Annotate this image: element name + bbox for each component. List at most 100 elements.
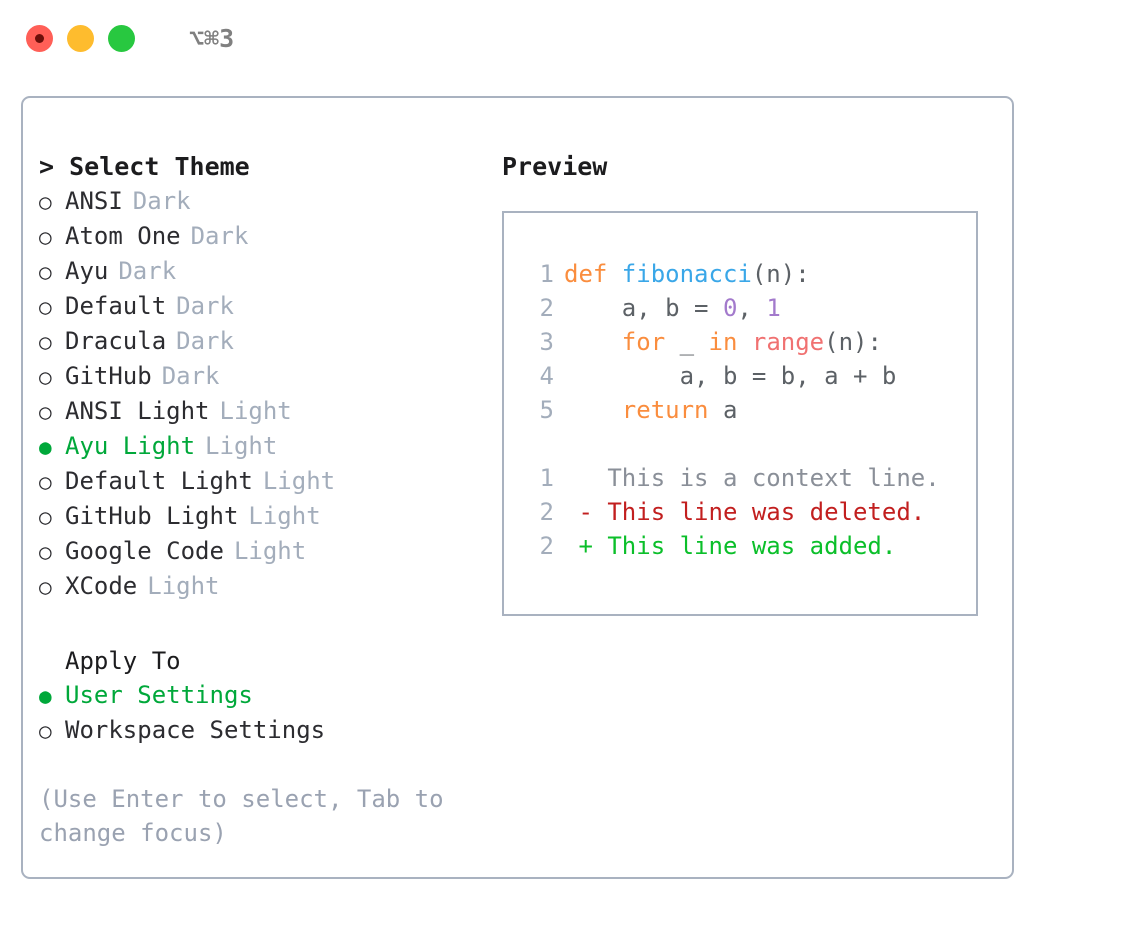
apply-to-heading: Apply To — [65, 647, 181, 675]
theme-option-variant-badge: Dark — [161, 362, 220, 390]
apply-to-option-list[interactable]: ● User Settings ○ Workspace Settings — [39, 678, 489, 748]
diff-line-content: + This line was added. — [564, 532, 897, 560]
theme-option-ayu-light[interactable]: ● Ayu Light Light — [39, 429, 489, 464]
code-line: 2 a, b = 0, 1 — [520, 291, 976, 325]
theme-option-github-light[interactable]: ○ GitHub Light Light — [39, 499, 489, 534]
code-token-plain — [737, 328, 751, 356]
code-line-content: a, b = 0, 1 — [564, 291, 781, 325]
code-token-kw: return — [621, 396, 709, 424]
code-line-content: for _ in range(n): — [564, 325, 882, 359]
radio-unselected-icon: ○ — [39, 400, 52, 424]
radio-unselected-icon: ○ — [39, 719, 52, 743]
radio-unselected-icon: ○ — [39, 505, 52, 529]
theme-option-variant-badge: Dark — [118, 257, 177, 285]
theme-option-atom-one[interactable]: ○ Atom One Dark — [39, 219, 489, 254]
theme-option-label: GitHub — [65, 362, 152, 390]
theme-option-ayu[interactable]: ○ Ayu Dark — [39, 254, 489, 289]
code-token-plain: (n): — [824, 328, 882, 356]
theme-option-label: ANSI Light — [65, 397, 210, 425]
theme-option-github[interactable]: ○ GitHub Dark — [39, 359, 489, 394]
theme-option-xcode[interactable]: ○ XCode Light — [39, 569, 489, 604]
theme-option-variant-badge: Light — [248, 502, 321, 530]
radio-unselected-icon: ○ — [39, 190, 52, 214]
diff-line-content: - This line was deleted. — [564, 498, 926, 526]
window-titlebar: ⌥⌘3 — [0, 0, 1140, 76]
code-token-plain — [564, 328, 622, 356]
code-token-plain: a — [708, 396, 738, 424]
theme-option-default-light[interactable]: ○ Default Light Light — [39, 464, 489, 499]
diff-line-number: 1 — [539, 464, 554, 492]
theme-option-label: Ayu — [65, 257, 109, 285]
code-token-num: 1 — [766, 294, 781, 322]
code-line-content: def fibonacci(n): — [564, 257, 810, 291]
theme-option-variant-badge: Light — [205, 432, 278, 460]
radio-unselected-icon: ○ — [39, 225, 52, 249]
theme-option-variant-badge: Light — [147, 572, 220, 600]
theme-option-variant-badge: Dark — [176, 327, 234, 355]
code-line: 4 a, b = b, a + b — [520, 359, 976, 393]
minimize-window-button[interactable] — [67, 24, 94, 52]
theme-option-label: XCode — [65, 572, 138, 600]
code-line: 5 return a — [520, 393, 976, 427]
code-line: 3 for _ in range(n): — [520, 325, 976, 359]
apply-to-option-user-settings[interactable]: ● User Settings — [39, 678, 489, 713]
radio-selected-icon: ● — [39, 435, 52, 459]
theme-option-label: Default Light — [65, 467, 253, 495]
maximize-window-button[interactable] — [108, 24, 135, 52]
theme-option-label: ANSI — [65, 187, 123, 215]
radio-unselected-icon: ○ — [39, 575, 52, 599]
code-token-num: 0 — [722, 294, 738, 322]
apply-to-option-workspace-settings[interactable]: ○ Workspace Settings — [39, 713, 489, 748]
code-token-plain: a, b = b, a + b — [564, 362, 897, 390]
diff-line-context: 1 This is a context line. — [520, 461, 976, 495]
theme-option-variant-badge: Light — [219, 397, 292, 425]
theme-option-variant-badge: Light — [262, 467, 336, 495]
code-token-kw: def — [564, 260, 622, 288]
radio-unselected-icon: ○ — [39, 470, 52, 494]
theme-option-label: Ayu Light — [65, 432, 196, 460]
diff-line-content: This is a context line. — [564, 464, 940, 492]
theme-option-ansi-light[interactable]: ○ ANSI Light Light — [39, 394, 489, 429]
diff-line-added: 2 + This line was added. — [520, 529, 976, 563]
radio-unselected-icon: ○ — [39, 365, 52, 389]
radio-unselected-icon: ○ — [39, 260, 52, 284]
code-token-call: range — [751, 328, 825, 356]
code-line-number: 2 — [539, 294, 554, 322]
apply-to-option-label: User Settings — [65, 681, 253, 709]
code-token-plain — [564, 396, 622, 424]
apply-to-option-label: Workspace Settings — [65, 716, 326, 744]
keyboard-shortcut-label: ⌥⌘3 — [189, 23, 235, 53]
theme-option-label: Atom One — [65, 222, 181, 250]
radio-unselected-icon: ○ — [39, 295, 52, 319]
diff-line-deleted: 2 - This line was deleted. — [520, 495, 976, 529]
close-window-button[interactable] — [26, 24, 53, 52]
theme-option-label: Default — [65, 292, 167, 320]
code-token-kw: for — [621, 328, 666, 356]
theme-option-label: GitHub Light — [65, 502, 239, 530]
theme-option-variant-badge: Dark — [190, 222, 249, 250]
radio-selected-icon: ● — [39, 684, 52, 708]
radio-unselected-icon: ○ — [39, 540, 52, 564]
diff-line-number: 2 — [539, 532, 554, 560]
code-token-plain: _ — [665, 328, 709, 356]
diff-line-number: 2 — [539, 498, 554, 526]
code-token-plain: (n): — [751, 260, 810, 288]
diff-sample: 1 This is a context line.2 - This line w… — [520, 461, 976, 563]
code-line-number: 3 — [539, 328, 554, 356]
theme-option-label: Google Code — [65, 537, 224, 565]
apply-to-section: Apply To ● User Settings ○ Workspace Settin… — [39, 644, 489, 748]
code-diff-separator — [520, 427, 976, 461]
code-token-plain: a, b = — [564, 294, 723, 322]
code-token-fn: fibonacci — [621, 260, 752, 288]
keyboard-hint-text: (Use Enter to select, Tab to change focu… — [39, 785, 459, 847]
